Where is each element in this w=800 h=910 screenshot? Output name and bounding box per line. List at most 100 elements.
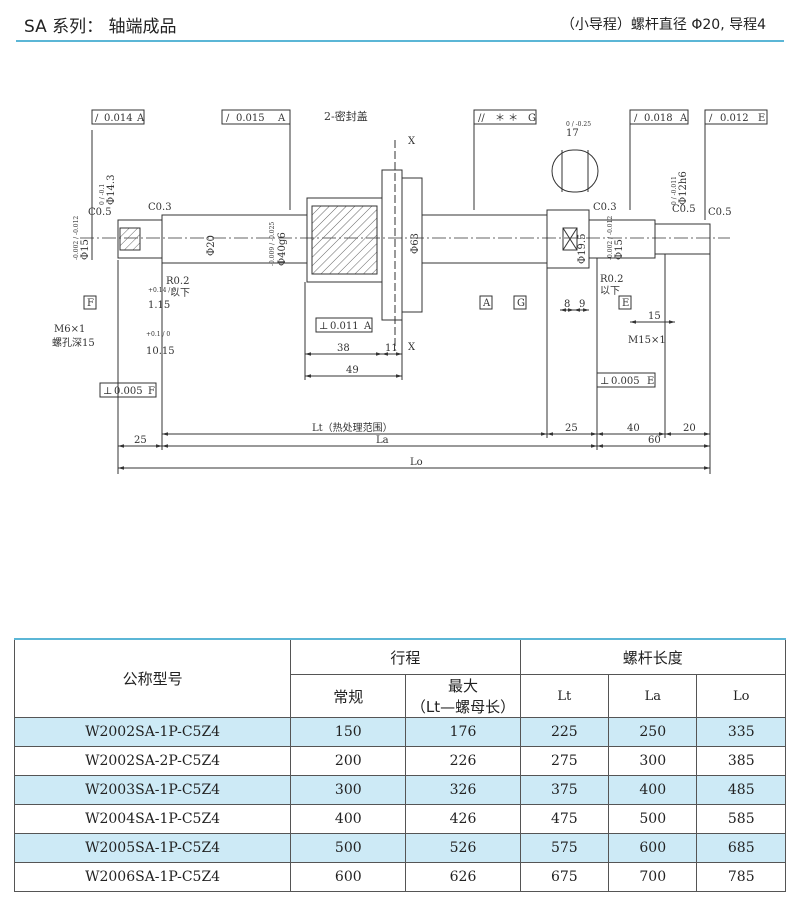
svg-text:∕: ∕ xyxy=(95,113,99,124)
svg-text:0.014: 0.014 xyxy=(104,113,133,124)
m6-label: M6×1 xyxy=(54,324,85,335)
datum-f: F xyxy=(87,298,94,309)
svg-text:⊥: ⊥ xyxy=(319,321,328,332)
cell-model: W2002SA-2P-C5Z4 xyxy=(13,746,292,776)
cell-regular: 200 xyxy=(290,746,407,776)
dim-25-left: 25 xyxy=(134,435,147,446)
below-left: 以下 xyxy=(170,288,190,299)
svg-text:0.015: 0.015 xyxy=(236,113,265,124)
chamfer-left-a: C0.5 xyxy=(88,207,112,218)
cell-model: W2003SA-1P-C5Z4 xyxy=(13,775,292,805)
dim-11: 11 xyxy=(385,343,398,354)
phi15-right: Φ15 xyxy=(614,239,625,260)
datum-a: A xyxy=(482,298,491,309)
cell-max: 426 xyxy=(405,804,521,834)
chamfer-left-b: C0.3 xyxy=(148,202,172,213)
dim-1-15-tol: +0.14 / 0 xyxy=(148,287,176,294)
slot-view xyxy=(551,149,599,193)
tol-frame-3: //＊ ＊G xyxy=(473,109,537,125)
svg-text:0.011: 0.011 xyxy=(330,321,359,332)
cell-lt: 575 xyxy=(519,833,610,863)
r02-right: R0.2 xyxy=(600,274,623,285)
col-max-line2: （Lt—螺母长） xyxy=(410,698,516,716)
svg-text:0.005: 0.005 xyxy=(611,376,640,387)
dim-10-15-tol: +0.1 / 0 xyxy=(146,331,170,338)
seal-label: 2-密封盖 xyxy=(324,109,368,123)
col-max-line1: 最大 xyxy=(447,677,478,695)
dim-9: 9 xyxy=(579,299,585,310)
dim-20: 20 xyxy=(683,423,696,434)
cell-lo: 685 xyxy=(696,833,786,863)
phi143: Φ14.3 xyxy=(106,175,117,205)
svg-text:A: A xyxy=(679,113,688,124)
cell-lo: 335 xyxy=(696,717,786,747)
cell-regular: 500 xyxy=(290,833,407,863)
cell-regular: 300 xyxy=(290,775,407,805)
dim-8: 8 xyxy=(564,299,570,310)
svg-text:A: A xyxy=(363,321,372,332)
col-lo: Lo xyxy=(696,674,786,718)
svg-text:0.012: 0.012 xyxy=(720,113,749,124)
col-stroke: 行程 xyxy=(290,638,521,675)
col-la: La xyxy=(608,674,698,718)
cell-lt: 225 xyxy=(519,717,610,747)
cell-max: 176 xyxy=(405,717,521,747)
svg-text:A: A xyxy=(277,113,286,124)
cell-regular: 600 xyxy=(290,862,407,892)
cell-la: 250 xyxy=(608,717,698,747)
right-end xyxy=(654,223,711,255)
cell-la: 300 xyxy=(608,746,698,776)
dim-lo: Lo xyxy=(410,457,423,468)
dim-1-15: 1.15 xyxy=(148,300,170,311)
cell-lt: 675 xyxy=(519,862,610,892)
dim-10-15: 10.15 xyxy=(146,346,175,357)
cell-max: 526 xyxy=(405,833,521,863)
tol-frame-2: ∕ 0.015 A xyxy=(221,109,291,125)
slot-width-tol: 0 / -0.25 xyxy=(566,121,591,128)
svg-text:0.018: 0.018 xyxy=(644,113,673,124)
left-thread-hole xyxy=(119,227,141,251)
chamfer-right-a: C0.3 xyxy=(593,202,617,213)
cell-lt: 475 xyxy=(519,804,610,834)
datum-e: E xyxy=(622,298,629,309)
cell-model: W2005SA-1P-C5Z4 xyxy=(13,833,292,863)
page-subtitle: （小导程）螺杆直径 Φ20, 导程4 xyxy=(560,17,766,33)
phi15-left: Φ15 xyxy=(80,239,91,260)
cell-lt: 275 xyxy=(519,746,610,776)
cell-max: 626 xyxy=(405,862,521,892)
page-title: SA 系列： 轴端成品 xyxy=(24,17,177,37)
svg-text:∕: ∕ xyxy=(709,113,713,124)
nut-flange xyxy=(381,169,403,321)
phi40-tol: -0.009 / -0.025 xyxy=(269,222,276,266)
phi195: Φ19.5 xyxy=(577,234,588,264)
dim-38: 38 xyxy=(337,343,350,354)
svg-text:∕: ∕ xyxy=(226,113,230,124)
dim-49: 49 xyxy=(346,365,359,376)
cell-lt: 375 xyxy=(519,775,610,805)
r02-left: R0.2 xyxy=(166,276,189,287)
m6-depth: 螺孔深15 xyxy=(52,337,95,349)
cell-model: W2002SA-1P-C5Z4 xyxy=(13,717,292,747)
screw-shaft xyxy=(421,214,548,264)
col-length: 螺杆长度 xyxy=(519,638,787,675)
dim-la: La xyxy=(376,435,389,446)
m15-label: M15×1 xyxy=(628,335,666,346)
dim-60: 60 xyxy=(648,435,661,446)
cell-lo: 785 xyxy=(696,862,786,892)
col-model: 公称型号 xyxy=(13,638,292,718)
col-max: 最大 （Lt—螺母长） xyxy=(405,674,521,718)
col-lt: Lt xyxy=(519,674,610,718)
svg-text:⊥: ⊥ xyxy=(103,386,112,397)
phi15-left-tol: -0.002 / -0.012 xyxy=(73,216,80,260)
cell-regular: 150 xyxy=(290,717,407,747)
